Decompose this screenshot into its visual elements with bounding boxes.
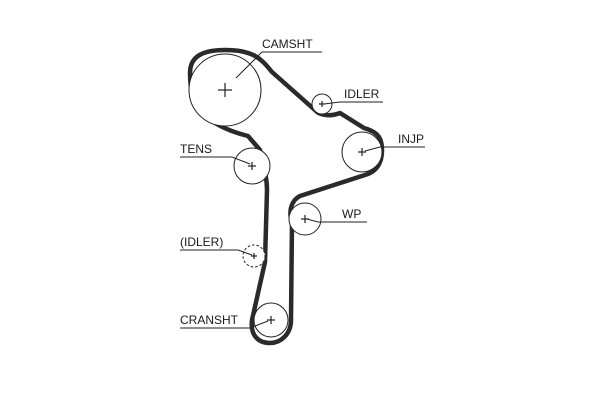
wp-leader [306,218,367,223]
label-water-pump: WP [342,207,361,221]
label-idler-optional: (IDLER) [180,235,223,249]
tensioner-pulley [233,147,271,185]
crankshaft-pulley [253,302,289,338]
timing-belt [187,47,385,346]
camshaft-leader [235,51,322,79]
label-camshaft: CAMSHT [262,37,313,51]
label-tensioner: TENS [180,142,212,156]
idler-top-leader [323,101,383,105]
cransht-leader [180,320,269,329]
idler-optional-leader [180,249,253,256]
label-injection-pump: INJP [398,132,424,146]
injection-pump-pulley [341,131,383,173]
label-crankshaft: CRANSHT [180,313,239,327]
label-idler-top: IDLER [344,87,380,101]
camshaft-pulley [188,53,262,127]
idler-optional-pulley [242,244,266,268]
idler-top-pulley [311,93,333,115]
injp-leader [364,146,425,152]
water-pump-pulley [288,202,322,236]
tens-leader [180,156,251,165]
